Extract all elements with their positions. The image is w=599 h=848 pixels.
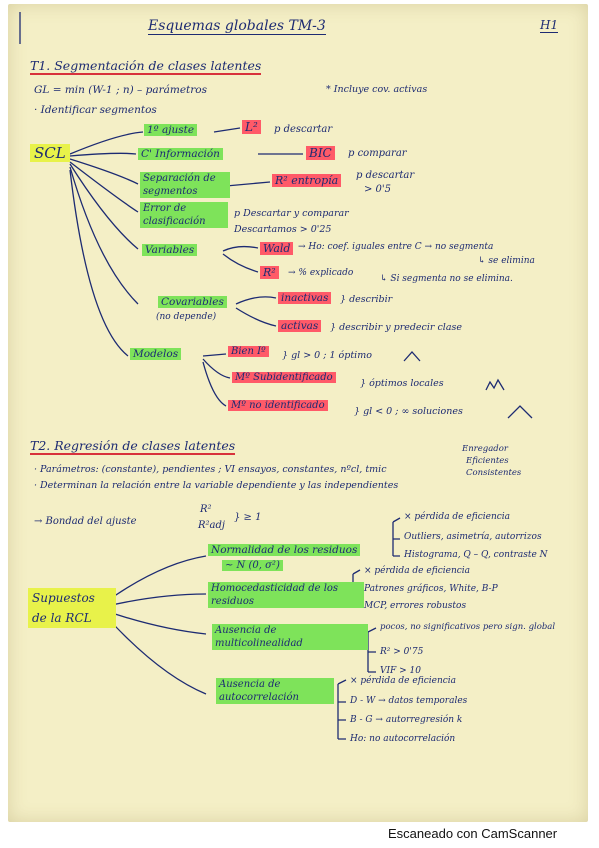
- wald-note: → Ho: coef. iguales entre C → no segment…: [298, 242, 494, 252]
- node-active: activas: [278, 320, 322, 332]
- param-right-1: Enregador: [462, 444, 508, 454]
- node-bic: BIC: [306, 146, 335, 160]
- well-identified-note: } gl > 0 ; 1 óptimo: [282, 350, 372, 361]
- node-first-fit: 1º ajuste: [144, 124, 198, 136]
- scanner-watermark: Escaneado con CamScanner: [388, 826, 558, 841]
- node-underidentified: Mº Subidentificado: [232, 372, 336, 383]
- normality-dist: ~ N (0, σ²): [222, 560, 283, 571]
- node-well-identified: Bien Iº: [228, 346, 269, 357]
- node-not-identified: Mº no identificado: [228, 400, 328, 411]
- normality-item-2: Outliers, asimetría, autorrizos: [404, 532, 542, 542]
- auto-item-3: B - G → autorregresión k: [350, 715, 463, 725]
- node-r2-variables: R²: [260, 266, 279, 279]
- multi-item-1: pocos, no significativos pero sign. glob…: [380, 622, 556, 632]
- goodness-r2-adj: R²adj: [198, 520, 226, 531]
- node-models: Modelos: [130, 348, 182, 360]
- covariates-note: * Incluye cov. activas: [326, 84, 428, 95]
- underidentified-note: } óptimos locales: [360, 378, 444, 389]
- node-variables: Variables: [142, 244, 198, 256]
- multi-item-3: VIF > 10: [380, 666, 422, 676]
- node-l2: L²: [242, 120, 261, 134]
- node-r2-entropy: R² entropía: [272, 174, 342, 187]
- section-title-t1: T1. Segmentación de clases latentes: [30, 58, 262, 75]
- covariates-sub: (no depende): [156, 312, 217, 322]
- node-covariates: Covariables: [158, 296, 227, 308]
- auto-item-4: Ho: no autocorrelación: [350, 734, 456, 744]
- node-normality: Normalidad de los residuos: [208, 544, 361, 556]
- not-identified-note: } gl < 0 ; ∞ soluciones: [354, 406, 463, 417]
- param-right-3: Consistentes: [466, 468, 522, 478]
- bic-note: p comparar: [348, 148, 407, 159]
- section-title-t2: T2. Regresión de clases latentes: [30, 438, 236, 455]
- determine-line: · Determinan la relación entre la variab…: [34, 480, 399, 491]
- node-homoscedasticity: Homocedasticidad de los residuos: [208, 582, 364, 608]
- node-segment-separation: Separación de segmentos: [140, 172, 230, 198]
- goodness-value: } ≥ 1: [234, 512, 262, 523]
- error-note-2: Descartamos > 0'25: [234, 224, 332, 235]
- normality-item-1: × pérdida de eficiencia: [404, 512, 511, 522]
- error-note-1: p Descartar y comparar: [234, 208, 349, 219]
- goodness-of-fit: → Bondad del ajuste: [34, 516, 137, 527]
- node-wald: Wald: [260, 242, 294, 255]
- param-right-2: Eficientes: [466, 456, 509, 466]
- homo-item-3: MCP, errores robustos: [364, 601, 467, 611]
- auto-item-1: × pérdida de eficiencia: [350, 676, 457, 686]
- r2-explained-note: → % explicado: [288, 268, 354, 278]
- node-inactive: inactivas: [278, 292, 332, 304]
- inactive-note: } describir: [340, 294, 393, 305]
- homo-item-2: Patrones gráficos, White, B-P: [364, 584, 498, 594]
- auto-item-2: D - W → datos temporales: [350, 696, 468, 706]
- page-title: Esquemas globales TM-3: [148, 18, 326, 35]
- page-tag: H1: [540, 18, 559, 33]
- normality-item-3: Histograma, Q – Q, contraste N: [404, 550, 548, 560]
- rcl-assumptions-root: Supuestos de la RCL: [28, 588, 116, 628]
- identify-segments: · Identificar segmentos: [34, 104, 157, 116]
- connector-lines: [19, 12, 533, 740]
- r2-threshold: > 0'5: [364, 184, 392, 195]
- node-autocorrelation: Ausencia de autocorrelación: [216, 678, 334, 704]
- active-note: } describir y predecir clase: [330, 322, 462, 333]
- notebook-page: Esquemas globales TM-3 H1 T1. Segmentaci…: [8, 4, 588, 822]
- goodness-r2: R²: [200, 504, 212, 515]
- scl-root-node: SCL: [30, 144, 70, 162]
- r2-note: p descartar: [356, 170, 415, 181]
- node-multicollinearity: Ausencia de multicolinealidad: [212, 624, 368, 650]
- homo-item-1: × pérdida de eficiencia: [364, 566, 471, 576]
- node-info-criteria: C' Información: [138, 148, 223, 160]
- wald-note-2: ↳ se elimina: [478, 256, 535, 266]
- r2-segment-note: ↳ Si segmenta no se elimina.: [380, 274, 513, 284]
- multi-item-2: R² > 0'75: [380, 647, 424, 657]
- node-classification-error: Error de clasificación: [140, 202, 228, 228]
- l2-note: p descartar: [274, 124, 333, 135]
- gl-formula: GL = min (W-1 ; n) – parámetros: [34, 84, 207, 96]
- parameters-line: · Parámetros: (constante), pendientes ; …: [34, 464, 387, 475]
